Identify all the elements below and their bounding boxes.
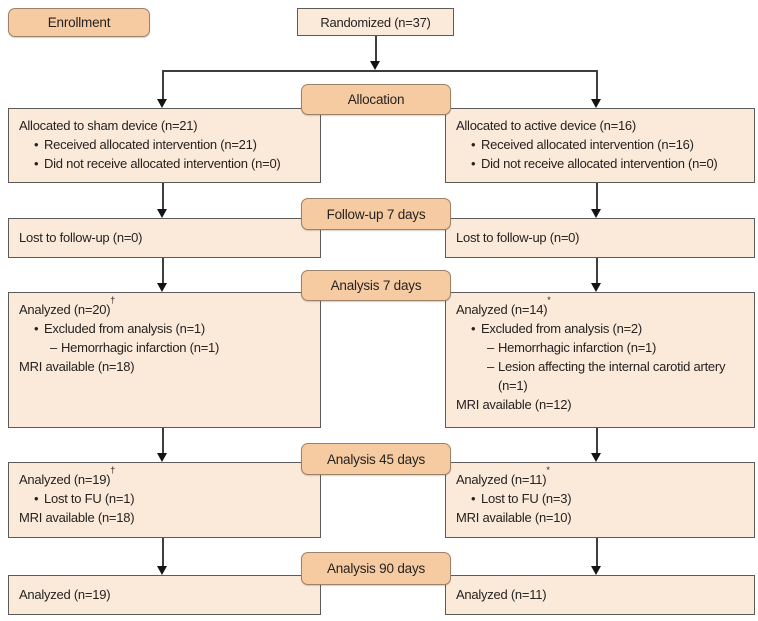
box-line: •Did not receive allocated intervention … [471, 156, 718, 171]
box-analysis45-sham: Analyzed (n=19)† •Lost to FU (n=1) MRI a… [8, 462, 321, 538]
box-lost-followup-sham: Lost to follow-up (n=0) [8, 218, 321, 258]
box-line: Analyzed (n=19) [19, 587, 111, 602]
box-line: Analyzed (n=19)† [19, 465, 116, 488]
connector-sham-analysis7-to-analysis45 [162, 428, 164, 453]
box-line: MRI available (n=18) [19, 359, 135, 374]
connector-sham-analysis45-to-analysis90 [162, 538, 164, 566]
box-line: Lost to follow-up (n=0) [19, 230, 143, 245]
box-allocated-active: Allocated to active device (n=16) •Recei… [445, 108, 755, 183]
stage-label-followup-7-days: Follow-up 7 days [301, 198, 451, 230]
box-line: •Excluded from analysis (n=2) [471, 321, 642, 336]
stage-label-analysis-45-days: Analysis 45 days [301, 443, 451, 475]
box-line: Allocated to active device (n=16) [456, 118, 636, 133]
arrow-down-icon [157, 453, 167, 462]
arrow-down-icon [157, 209, 167, 218]
box-analysis90-sham: Analyzed (n=19) [8, 575, 321, 615]
connector-active-alloc-to-followup [596, 183, 598, 209]
stage-label-enrollment: Enrollment [8, 8, 150, 37]
arrow-down-icon [591, 99, 601, 108]
arrow-down-icon [157, 566, 167, 575]
box-line: Lost to follow-up (n=0) [456, 230, 580, 245]
stage-label-text: Analysis 7 days [330, 278, 422, 293]
box-line: Analyzed (n=11)* [456, 465, 550, 488]
arrow-down-icon [157, 283, 167, 292]
box-analysis7-sham: Analyzed (n=20)† •Excluded from analysis… [8, 292, 321, 428]
box-line: Analyzed (n=14)* [456, 295, 551, 318]
arrow-down-icon [157, 99, 167, 108]
box-analysis7-active: Analyzed (n=14)* •Excluded from analysis… [445, 292, 755, 428]
box-line: MRI available (n=10) [456, 510, 572, 525]
connector-split-left-down [162, 70, 164, 99]
box-text: Randomized (n=37) [320, 14, 431, 30]
box-line: –Hemorrhagic infarction (n=1) [487, 340, 657, 355]
stage-label-text: Analysis 90 days [326, 561, 426, 576]
box-lost-followup-active: Lost to follow-up (n=0) [445, 218, 755, 258]
box-line: •Did not receive allocated intervention … [34, 156, 281, 171]
box-line: •Lost to FU (n=1) [34, 491, 135, 506]
arrow-down-icon [370, 61, 380, 70]
box-line: –Hemorrhagic infarction (n=1) [50, 340, 220, 355]
box-line: Analyzed (n=20)† [19, 295, 116, 318]
box-line: –Lesion affecting the internal carotid a… [487, 359, 726, 393]
stage-label-text: Allocation [347, 92, 405, 107]
box-randomized: Randomized (n=37) [297, 8, 454, 36]
connector-split-right-down [596, 70, 598, 99]
connector-active-followup-to-analysis7 [596, 258, 598, 283]
connector-randomized-down [375, 36, 377, 62]
arrow-down-icon [591, 566, 601, 575]
box-line: MRI available (n=12) [456, 397, 572, 412]
stage-label-text: Enrollment [47, 15, 111, 30]
arrow-down-icon [591, 209, 601, 218]
connector-sham-alloc-to-followup [162, 183, 164, 209]
connector-active-analysis7-to-analysis45 [596, 428, 598, 453]
arrow-down-icon [591, 453, 601, 462]
box-allocated-sham: Allocated to sham device (n=21) •Receive… [8, 108, 321, 183]
box-line: MRI available (n=18) [19, 510, 135, 525]
stage-label-analysis-7-days: Analysis 7 days [301, 270, 451, 301]
stage-label-analysis-90-days: Analysis 90 days [301, 552, 451, 585]
arrow-down-icon [591, 283, 601, 292]
box-line: •Received allocated intervention (n=16) [471, 137, 694, 152]
stage-label-text: Analysis 45 days [326, 451, 426, 467]
box-line: Allocated to sham device (n=21) [19, 118, 198, 133]
box-analysis45-active: Analyzed (n=11)* •Lost to FU (n=3) MRI a… [445, 462, 755, 538]
box-line: •Lost to FU (n=3) [471, 491, 572, 506]
connector-sham-followup-to-analysis7 [162, 258, 164, 283]
connector-split-horizontal [162, 70, 597, 72]
box-line: •Excluded from analysis (n=1) [34, 321, 205, 336]
box-analysis90-active: Analyzed (n=11) [445, 575, 755, 615]
stage-label-text: Follow-up 7 days [326, 206, 426, 222]
connector-active-analysis45-to-analysis90 [596, 538, 598, 566]
box-line: •Received allocated intervention (n=21) [34, 137, 257, 152]
box-line: Analyzed (n=11) [456, 587, 547, 602]
stage-label-allocation: Allocation [301, 84, 451, 115]
